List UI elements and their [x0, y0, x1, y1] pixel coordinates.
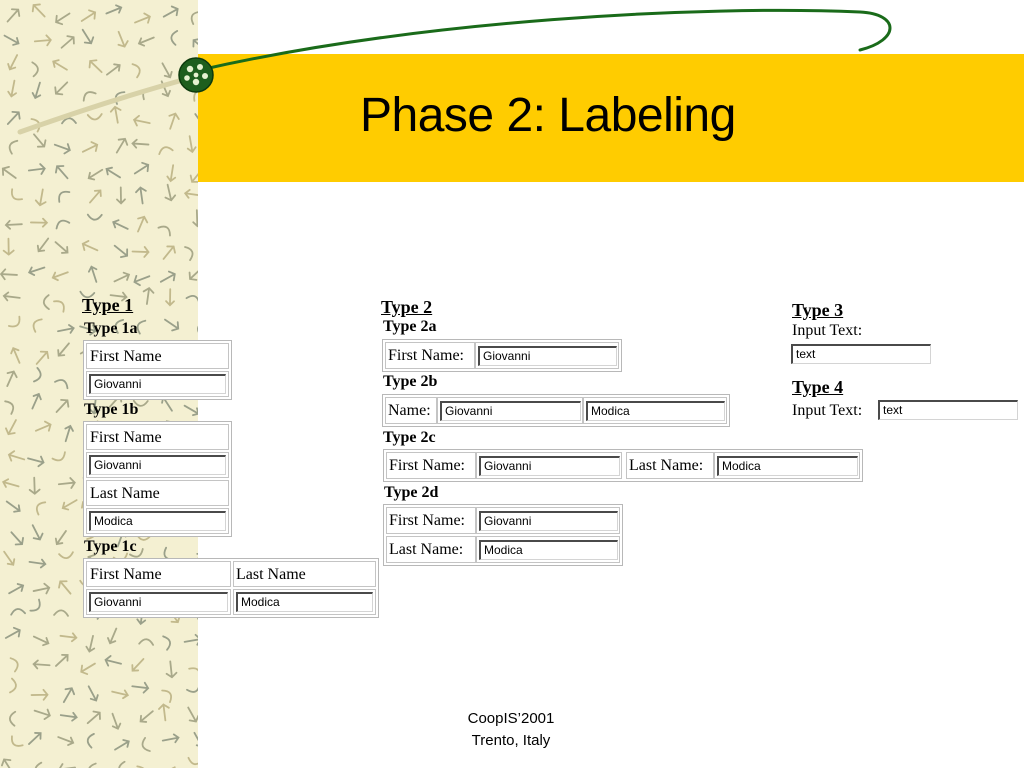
- type2d-table: First Name: Giovanni Last Name: Modica: [383, 504, 623, 566]
- type3-text-input[interactable]: text: [791, 344, 931, 364]
- type2c-input-cell-1: Giovanni: [476, 452, 622, 479]
- type1c-first-name-input[interactable]: Giovanni: [89, 592, 228, 612]
- type2d-field-label-1: First Name:: [389, 512, 465, 529]
- footer-conference: CoopIS’2001: [467, 710, 555, 727]
- type1a-table: First Name Giovanni: [83, 340, 232, 400]
- type1b-first-name-input[interactable]: Giovanni: [89, 455, 226, 475]
- type1b-last-name-input[interactable]: Modica: [89, 511, 226, 531]
- type1b-table: First Name Giovanni Last Name Modica: [83, 421, 232, 537]
- type2d-field-label-2: Last Name:: [389, 541, 464, 558]
- type1c-label-cell-1: First Name: [86, 561, 231, 587]
- type2-heading: Type 2: [381, 297, 433, 317]
- type2d-last-name-input[interactable]: Modica: [479, 540, 618, 560]
- type2c-table: First Name: Giovanni Last Name: Modica: [383, 449, 863, 482]
- type2c-label-cell-1: First Name:: [386, 452, 476, 479]
- type2a-first-name-input[interactable]: Giovanni: [478, 346, 617, 366]
- type4-text-input[interactable]: text: [878, 400, 1018, 420]
- type2b-input-cell-2: Modica: [583, 397, 727, 424]
- type2a-table: First Name: Giovanni: [382, 339, 622, 372]
- type1b-input-cell-2: Modica: [86, 508, 229, 534]
- type1c-last-name-input[interactable]: Modica: [236, 592, 373, 612]
- type2c-first-name-input[interactable]: Giovanni: [479, 456, 620, 476]
- footer: CoopIS’2001 Trento, Italy: [440, 708, 582, 752]
- header-band: [198, 54, 1024, 182]
- type2a-field-label: First Name:: [388, 347, 464, 364]
- type2b-table: Name: Giovanni Modica: [382, 394, 730, 427]
- type3-input-label: Input Text:: [792, 322, 863, 339]
- type1b-field-label-2: Last Name: [90, 485, 160, 502]
- type2d-first-name-input[interactable]: Giovanni: [479, 511, 618, 531]
- type1-heading: Type 1: [82, 295, 134, 315]
- type1c-label: Type 1c: [84, 538, 137, 555]
- type2b-input-cell-1: Giovanni: [437, 397, 583, 424]
- type2c-last-name-input[interactable]: Modica: [717, 456, 858, 476]
- type4-heading: Type 4: [792, 377, 844, 397]
- type1a-field-label: First Name: [90, 348, 162, 365]
- type1b-label: Type 1b: [84, 401, 139, 418]
- type2d-input-cell-1: Giovanni: [476, 507, 620, 534]
- type2c-input-cell-2: Modica: [714, 452, 860, 479]
- footer-location: Trento, Italy: [471, 732, 551, 749]
- type2b-field-label: Name:: [388, 402, 431, 419]
- type2d-label: Type 2d: [384, 484, 439, 501]
- type4-input-label: Input Text:: [792, 402, 863, 419]
- type2d-label-cell-1: First Name:: [386, 507, 476, 534]
- type2a-label: Type 2a: [383, 318, 437, 335]
- type2b-label-cell: Name:: [385, 397, 437, 424]
- type1b-label-cell-1: First Name: [86, 424, 229, 450]
- type2c-label: Type 2c: [383, 429, 436, 446]
- type2a-label-cell: First Name:: [385, 342, 475, 369]
- type1a-label-cell: First Name: [86, 343, 229, 369]
- type2d-input-cell-2: Modica: [476, 536, 620, 563]
- type1b-label-cell-2: Last Name: [86, 480, 229, 506]
- type1a-input-cell: Giovanni: [86, 371, 229, 397]
- type2c-label-cell-2: Last Name:: [626, 452, 714, 479]
- type1c-input-cell-2: Modica: [233, 589, 376, 615]
- type2c-field-label-2: Last Name:: [629, 457, 704, 474]
- type1a-first-name-input[interactable]: Giovanni: [89, 374, 226, 394]
- type1c-table: First Name Last Name Giovanni Modica: [83, 558, 379, 618]
- type2b-label: Type 2b: [383, 373, 438, 390]
- type1b-input-cell-1: Giovanni: [86, 452, 229, 478]
- type2d-label-cell-2: Last Name:: [386, 536, 476, 563]
- slide-title: Phase 2: Labeling: [360, 89, 736, 142]
- type1b-field-label-1: First Name: [90, 429, 162, 446]
- type1a-label: Type 1a: [84, 320, 138, 337]
- type1c-field-label-1: First Name: [90, 566, 162, 583]
- type2b-first-name-input[interactable]: Giovanni: [440, 401, 581, 421]
- type3-heading: Type 3: [792, 300, 844, 320]
- type2a-input-cell: Giovanni: [475, 342, 619, 369]
- type1c-input-cell-1: Giovanni: [86, 589, 231, 615]
- type1c-label-cell-2: Last Name: [233, 561, 376, 587]
- type1c-field-label-2: Last Name: [236, 566, 306, 583]
- type2b-last-name-input[interactable]: Modica: [586, 401, 725, 421]
- type2c-field-label-1: First Name:: [389, 457, 465, 474]
